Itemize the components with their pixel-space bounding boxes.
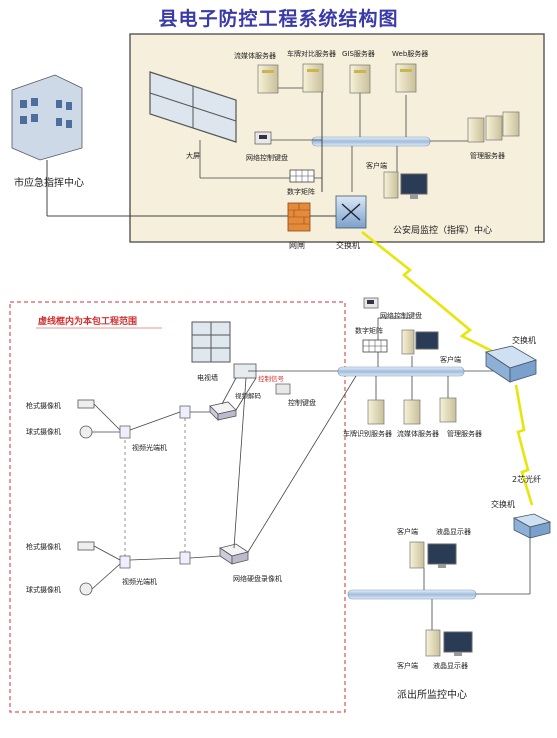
web-server-icon [395, 63, 417, 93]
label-station-center: 派出所监控中心 [397, 688, 467, 701]
branch-switch-icon [485, 345, 537, 383]
label-switch-2: 交换机 [512, 335, 536, 345]
label-gis-server: GIS服务器 [342, 49, 375, 58]
fiber-transceiver-1b-icon [179, 405, 191, 419]
label-plate-recognition-server: 车牌识别服务器 [343, 429, 392, 438]
management-server-icon [467, 111, 520, 143]
network-keyboard-icon [254, 131, 272, 145]
client-workstation-icon [383, 171, 428, 199]
station-switch-icon [512, 513, 552, 539]
label-streaming-server: 流媒体服务器 [234, 51, 276, 60]
project-scope-box [9, 301, 346, 713]
management-server-2-icon [439, 397, 457, 423]
label-control-keyboard: 控制键盘 [288, 398, 316, 407]
label-tv-wall: 电视墙 [197, 373, 218, 382]
core-switch-icon [335, 195, 367, 229]
plate-compare-server-icon [302, 63, 324, 93]
label-switch-3: 交换机 [491, 499, 515, 509]
streaming-server-icon [257, 64, 279, 94]
label-gateway: 网闸 [289, 241, 305, 250]
diagram-title: 县电子防控工程系统结构图 [158, 8, 399, 30]
dome-camera-1-icon [79, 425, 93, 439]
digital-matrix-2-icon [362, 339, 388, 353]
digital-matrix-icon [289, 169, 315, 183]
label-fiber-transceiver-1: 视频光端机 [132, 443, 167, 452]
label-client-2: 客户端 [440, 355, 461, 364]
label-video-decoder: 视频解码 [235, 391, 262, 400]
label-control-signal: 控制信号 [258, 374, 285, 383]
label-lcd-1: 液晶显示器 [436, 527, 471, 536]
gun-camera-1-icon [77, 399, 95, 409]
gis-server-icon [349, 64, 371, 94]
label-client-3: 客户端 [397, 527, 418, 536]
police-center-bus [311, 136, 431, 147]
label-gun-camera-1: 枪式摄像机 [26, 401, 61, 410]
gun-camera-2-icon [77, 541, 95, 551]
nvr-icon [219, 543, 249, 565]
plate-recognition-server-icon [367, 399, 385, 425]
label-network-keyboard: 网络控制键盘 [246, 153, 288, 162]
label-management-server-2: 管理服务器 [447, 429, 482, 438]
label-nvr: 网络硬盘录像机 [233, 574, 282, 583]
label-digital-matrix: 数字矩阵 [287, 187, 315, 196]
label-big-screen: 大屏 [186, 151, 200, 160]
fiber-transceiver-2-icon [119, 555, 131, 569]
label-police-center: 公安局监控（指挥）中心 [393, 224, 492, 236]
client-4-icon [425, 629, 473, 657]
label-management-server: 管理服务器 [470, 151, 505, 160]
label-scope-note: 虚线框内为本包工程范围 [38, 315, 137, 327]
label-dome-camera-2: 球式摄像机 [26, 585, 61, 594]
tv-wall-icon [191, 321, 231, 363]
label-fiber-2core: 2芯光纤 [512, 474, 541, 484]
label-client: 客户端 [366, 161, 387, 170]
fiber-link-police-to-branch [361, 230, 511, 362]
label-web-server: Web服务器 [392, 49, 428, 58]
label-fiber-transceiver-2: 视频光端机 [122, 577, 157, 586]
big-screen-icon [149, 71, 237, 143]
label-gun-camera-2: 枪式摄像机 [26, 542, 61, 551]
client-3-icon [409, 541, 457, 569]
streaming-server-2-icon [403, 399, 421, 425]
branch-bus [337, 366, 465, 377]
client-2-icon [401, 329, 439, 355]
station-bus [347, 589, 477, 600]
network-keyboard-2-icon [363, 297, 379, 309]
fiber-transceiver-1-icon [119, 425, 131, 439]
dome-camera-2-icon [79, 582, 93, 596]
label-streaming-server-2: 流媒体服务器 [397, 429, 439, 438]
label-dome-camera-1: 球式摄像机 [26, 427, 61, 436]
label-plate-compare-server: 车牌对比服务器 [287, 49, 336, 58]
label-city-center: 市应急指挥中心 [14, 176, 84, 189]
gateway-firewall-icon [287, 202, 311, 232]
fiber-transceiver-2b-icon [179, 551, 191, 565]
control-keyboard-icon [275, 383, 291, 395]
label-client-4: 客户端 [397, 661, 418, 670]
fiber-link-branch-to-station [514, 384, 534, 506]
label-lcd-2: 液晶显示器 [433, 661, 468, 670]
video-decoder-device-icon [209, 401, 237, 421]
building-icon [11, 74, 83, 161]
label-network-keyboard-2: 网络控制键盘 [380, 311, 422, 320]
label-digital-matrix-2: 数字矩阵 [355, 326, 383, 335]
label-switch: 交换机 [336, 240, 360, 250]
